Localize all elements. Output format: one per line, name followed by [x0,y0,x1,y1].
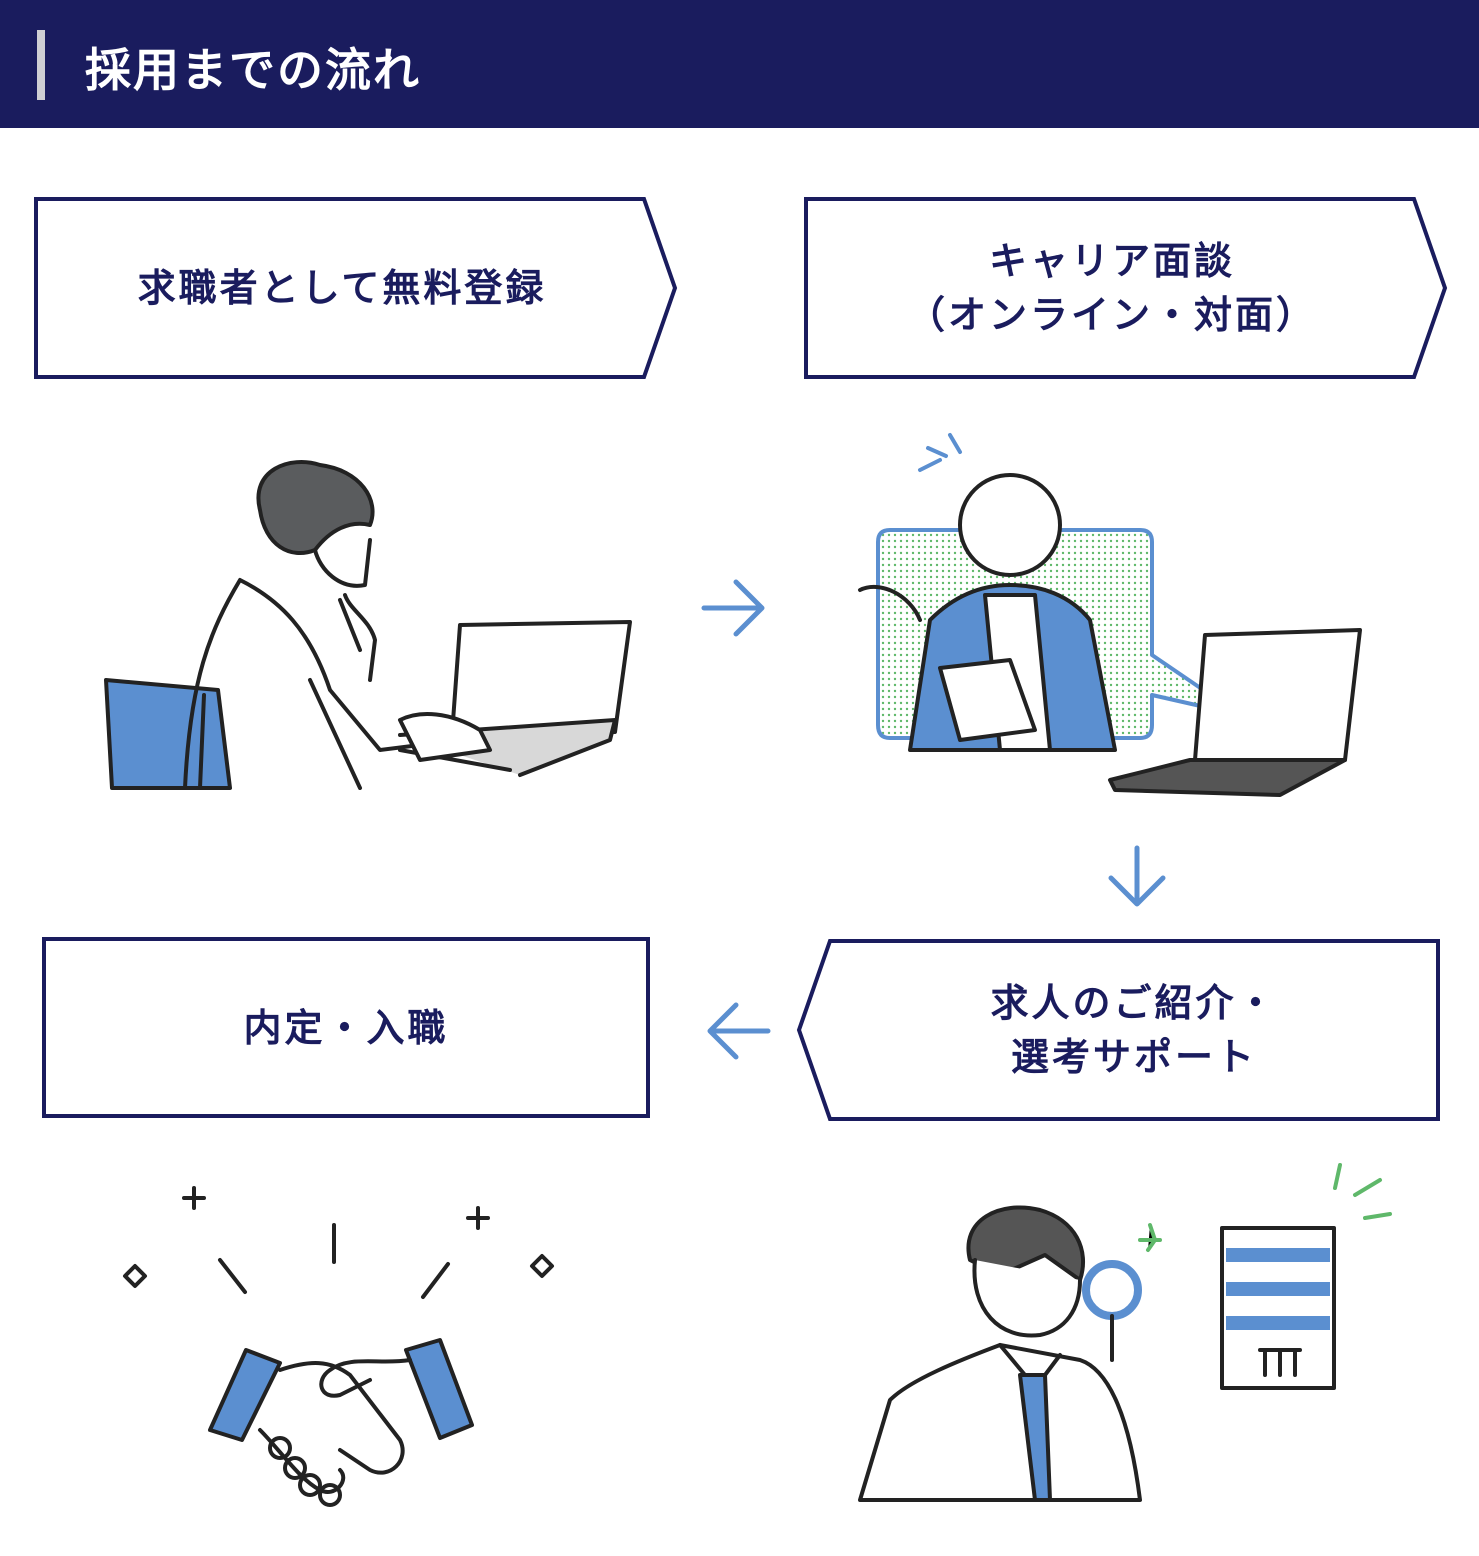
step-offer-joining: 内定・入職 [42,937,650,1119]
step-label-line2: （オンライン・対面） [906,293,1317,337]
person-laptop-illustration [104,460,632,790]
step-career-interview: キャリア面談 （オンライン・対面） [804,197,1450,379]
arrow-right-icon [701,579,765,637]
step-registration: 求職者として無料登録 [34,197,680,379]
step-job-introduction: 求人のご紹介・選考サポート [796,939,1442,1121]
arrow-left-icon [707,1002,771,1060]
step-label-line2: 選考サポート [1010,1035,1257,1079]
header-banner: 採用までの流れ [0,0,1479,128]
step-frame [34,197,678,379]
step-frame [42,937,650,1118]
step-frame [804,197,1448,379]
page-title: 採用までの流れ [85,43,421,97]
step-label: 求職者として無料登録 [137,266,547,310]
header-accent-bar [37,30,45,100]
step-frame [796,939,1440,1121]
step-label-line1: キャリア面談 [988,239,1235,283]
step-label-line1: 求人のご紹介・ [990,981,1278,1025]
job-search-illustration [858,1163,1392,1502]
arrow-down-icon [1108,845,1166,907]
online-interview-illustration [858,433,1362,797]
handshake-illustration [123,1186,554,1507]
step-label: 内定・入職 [243,1006,449,1050]
